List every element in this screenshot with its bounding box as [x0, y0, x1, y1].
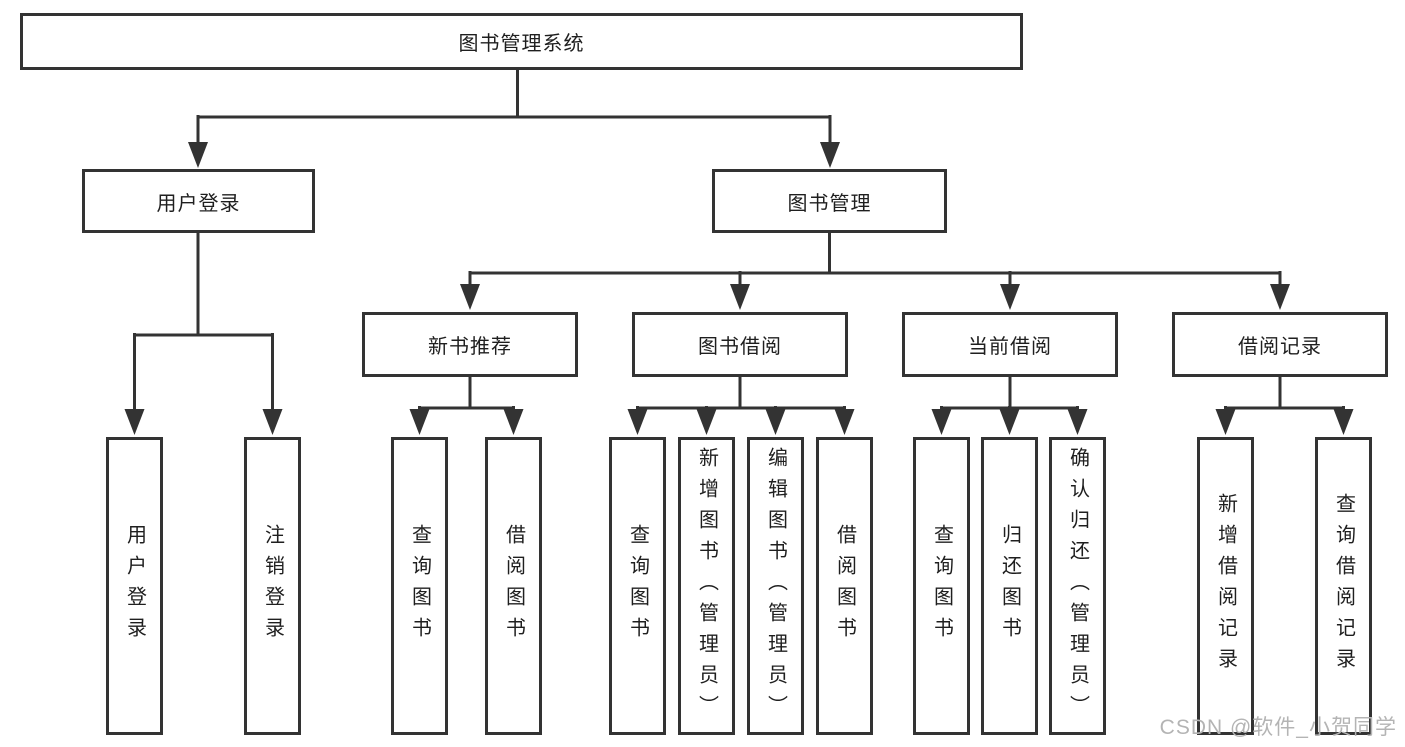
arrow-icon [460, 284, 480, 310]
leaf-label: 确认归还（管理员） [1066, 446, 1089, 726]
node-library-system: 图书管理系统 [20, 13, 1023, 70]
node-book-borrow: 图书借阅 [632, 312, 848, 377]
leaf-label: 新增借阅记录 [1214, 493, 1237, 679]
leaf-confirm-return-admin: 确认归还（管理员） [1049, 437, 1106, 735]
node-user-login: 用户登录 [82, 169, 315, 233]
connector-root-to-level2 [196, 70, 832, 146]
leaf-borrow-books-2: 借阅图书 [816, 437, 873, 735]
leaf-query-books-2: 查询图书 [609, 437, 666, 735]
leaf-label: 编辑图书（管理员） [764, 446, 787, 726]
arrow-icon [188, 142, 208, 168]
leaf-label: 借阅图书 [502, 524, 525, 648]
arrow-icon [765, 409, 786, 435]
connector-book-borrow-children [636, 377, 846, 413]
leaf-logout: 注销登录 [244, 437, 301, 735]
arrow-icon [503, 409, 524, 435]
leaf-label: 新增图书（管理员） [695, 446, 718, 726]
leaf-return-books: 归还图书 [981, 437, 1038, 735]
connector-book-management-children [468, 232, 1282, 288]
connector-user-login-children [133, 232, 274, 413]
leaf-label: 借阅图书 [833, 524, 856, 648]
leaf-add-borrow-record: 新增借阅记录 [1197, 437, 1254, 735]
node-book-management: 图书管理 [712, 169, 947, 233]
leaf-label: 查询图书 [930, 524, 953, 648]
arrow-icon [834, 409, 855, 435]
arrow-icon [1000, 284, 1020, 310]
connector-current-borrow-children [940, 377, 1079, 413]
leaf-borrow-books-1: 借阅图书 [485, 437, 542, 735]
arrow-icon [931, 409, 952, 435]
leaf-user-login: 用户登录 [106, 437, 163, 735]
arrow-icon [124, 409, 145, 435]
arrow-icon [409, 409, 430, 435]
arrow-icon [1270, 284, 1290, 310]
arrow-icon [1333, 409, 1354, 435]
node-borrow-records: 借阅记录 [1172, 312, 1388, 377]
leaf-label: 注销登录 [261, 524, 284, 648]
leaf-query-books-1: 查询图书 [391, 437, 448, 735]
leaf-query-borrow-record: 查询借阅记录 [1315, 437, 1372, 735]
connector-borrow-records-children [1224, 377, 1345, 413]
leaf-label: 查询借阅记录 [1332, 493, 1355, 679]
node-new-book-recommend: 新书推荐 [362, 312, 578, 377]
arrow-icon [262, 409, 283, 435]
leaf-edit-books-admin: 编辑图书（管理员） [747, 437, 804, 735]
arrow-icon [627, 409, 648, 435]
arrow-icon [1067, 409, 1088, 435]
leaf-label: 归还图书 [998, 524, 1021, 648]
arrow-icon [730, 284, 750, 310]
arrow-icon [820, 142, 840, 168]
arrowheads [124, 142, 1354, 435]
leaf-add-books-admin: 新增图书（管理员） [678, 437, 735, 735]
connector-new-book-children [418, 377, 515, 413]
csdn-watermark: CSDN @软件_小贺同学 [1159, 716, 1397, 739]
leaf-label: 查询图书 [408, 524, 431, 648]
arrow-icon [999, 409, 1020, 435]
arrow-icon [696, 409, 717, 435]
leaf-label: 查询图书 [626, 524, 649, 648]
arrow-icon [1215, 409, 1236, 435]
leaf-query-books-3: 查询图书 [913, 437, 970, 735]
leaf-label: 用户登录 [123, 524, 146, 648]
node-current-borrow: 当前借阅 [902, 312, 1118, 377]
